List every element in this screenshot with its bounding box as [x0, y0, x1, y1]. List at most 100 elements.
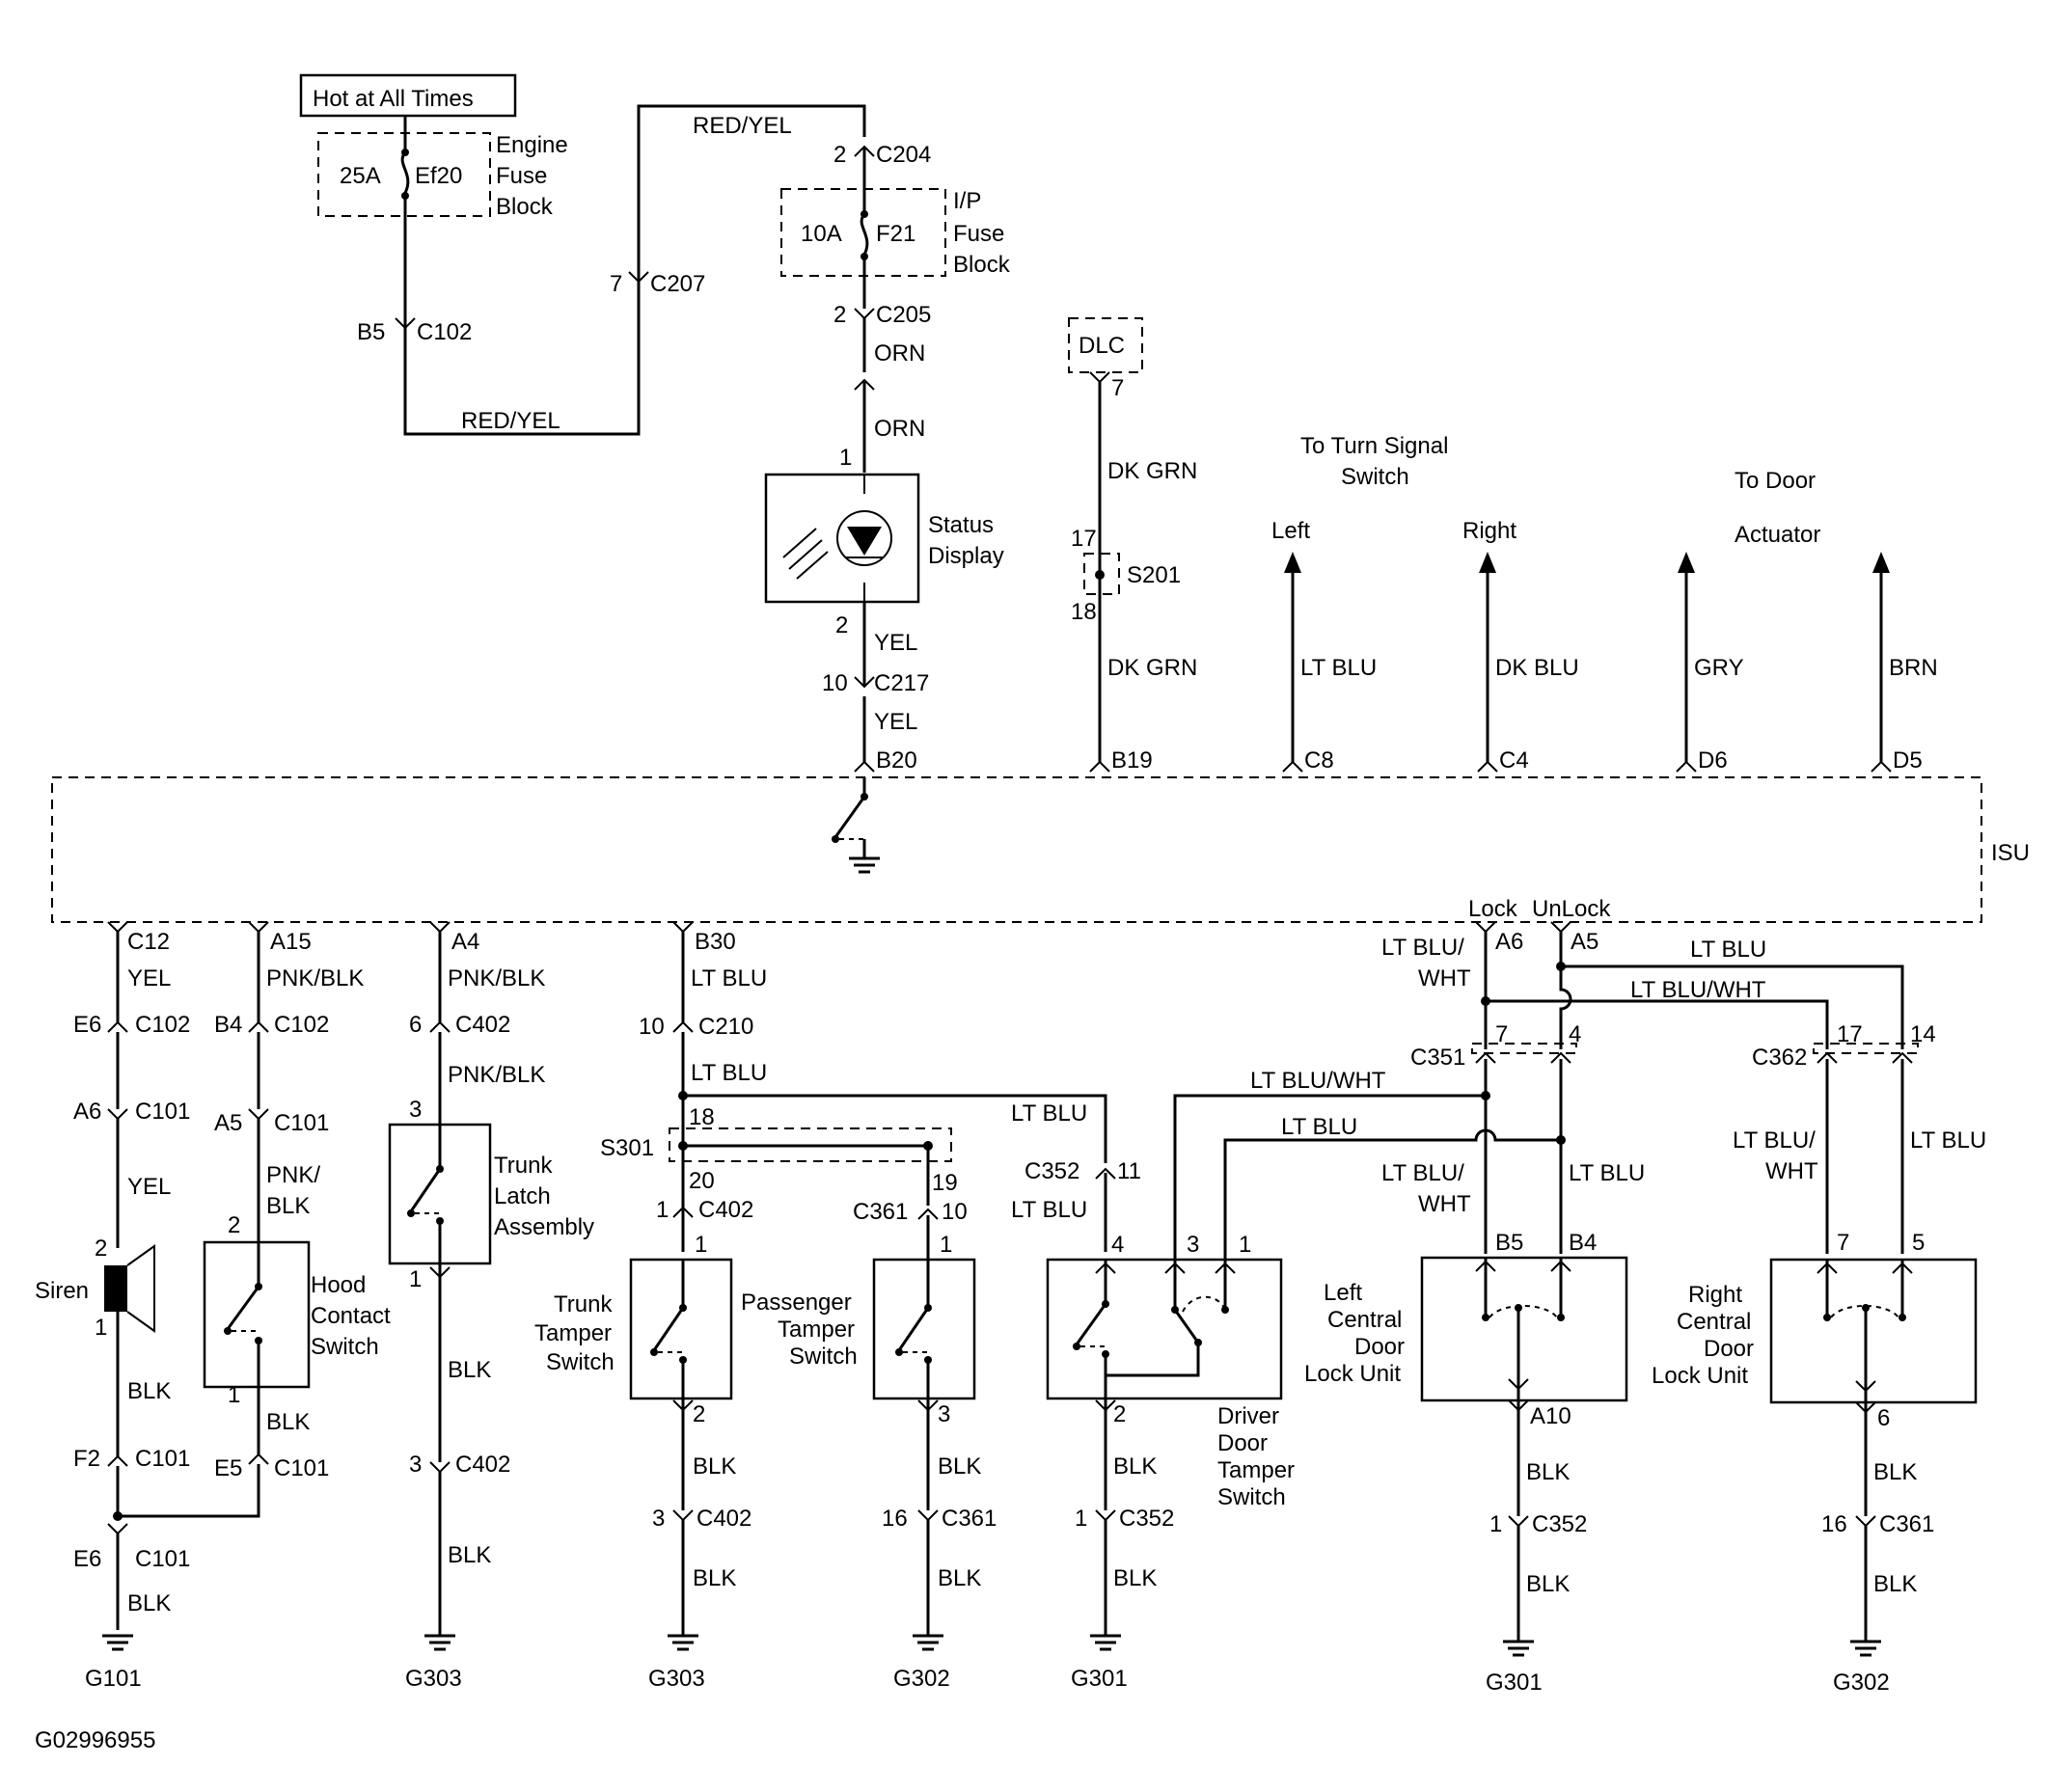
- wire-lt-blu-right-5: LT BLU: [1910, 1127, 1986, 1154]
- pin-e6-c102: E6: [73, 1012, 101, 1038]
- svg-text:Tamper: Tamper: [1217, 1457, 1295, 1483]
- svg-text:Hood: Hood: [311, 1272, 366, 1298]
- conn-c102-hood: C102: [274, 1012, 329, 1038]
- svg-text:Central: Central: [1327, 1307, 1402, 1333]
- conn-c210: C210: [698, 1014, 753, 1040]
- pin-1-pass: 1: [940, 1232, 952, 1258]
- wire-lt-blu-wht-lock-1: LT BLU/: [1381, 935, 1464, 961]
- wire-lt-blu-to-driver: LT BLU: [1011, 1100, 1087, 1127]
- pin-d6: D6: [1698, 747, 1728, 774]
- wire-wht-right: WHT: [1765, 1158, 1818, 1184]
- wire-wht-left: WHT: [1418, 1191, 1471, 1217]
- wire-blk-hood-cont: BLK: [266, 1193, 310, 1219]
- wire-blk-siren: BLK: [127, 1378, 171, 1404]
- svg-text:Display: Display: [928, 543, 1004, 569]
- pin-4-driver: 4: [1111, 1232, 1124, 1258]
- pin-3-pass: 3: [938, 1401, 950, 1427]
- svg-text:Switch: Switch: [546, 1349, 615, 1375]
- pin-7-dlc: 7: [1111, 375, 1124, 401]
- wire-lt-blu-wht-top: LT BLU/WHT: [1630, 977, 1766, 1003]
- dlc-connector: DLC: [1068, 317, 1143, 373]
- svg-text:Siren: Siren: [35, 1278, 89, 1304]
- isu-module: ISU: [51, 776, 2030, 923]
- svg-text:S301: S301: [600, 1135, 654, 1161]
- pin-16-c361-right: 16: [1821, 1511, 1847, 1537]
- wire-lt-blu-b30: LT BLU: [691, 965, 767, 991]
- svg-text:Switch: Switch: [311, 1334, 379, 1360]
- svg-text:Fuse: Fuse: [496, 163, 547, 189]
- door-actuator-label-1: To Door: [1735, 468, 1816, 494]
- pin-2-c204: 2: [833, 142, 846, 168]
- svg-text:Left: Left: [1324, 1280, 1362, 1306]
- pin-3-latch: 3: [409, 1097, 422, 1123]
- splice-s301: S301: [600, 1127, 952, 1162]
- wire-dk-grn-2: DK GRN: [1107, 655, 1197, 681]
- svg-text:I/P: I/P: [953, 188, 981, 214]
- svg-text:Lock Unit: Lock Unit: [1304, 1361, 1401, 1387]
- ground-g101: G101: [85, 1666, 142, 1692]
- conn-c402-trunk: C402: [698, 1197, 753, 1223]
- conn-c207: C207: [650, 271, 705, 297]
- conn-c361-pass-gnd: C361: [942, 1506, 997, 1532]
- pin-10-c210: 10: [639, 1014, 665, 1040]
- hot-at-all-times-label: Hot at All Times: [299, 73, 517, 118]
- svg-text:Latch: Latch: [494, 1183, 551, 1209]
- pin-7-c351: 7: [1495, 1021, 1508, 1047]
- figure-id: G02996955: [35, 1727, 155, 1753]
- pin-20-s301: 20: [689, 1168, 715, 1194]
- wire-blk-trunk-1: BLK: [693, 1453, 736, 1480]
- wire-dk-blu-right: DK BLU: [1495, 655, 1579, 681]
- pin-b30: B30: [695, 929, 736, 955]
- svg-text:Hot at All Times: Hot at All Times: [313, 86, 474, 112]
- wire-blk-pass-2: BLK: [938, 1565, 981, 1591]
- wire-blk-latch-1: BLK: [448, 1357, 491, 1383]
- pin-b4-c102: B4: [214, 1012, 242, 1038]
- ground-g301-driver: G301: [1071, 1666, 1128, 1692]
- svg-text:Tamper: Tamper: [534, 1320, 612, 1346]
- conn-c361-pass: C361: [853, 1199, 908, 1225]
- pin-c8: C8: [1304, 747, 1334, 774]
- wire-pnk-blk-hood-1: PNK/BLK: [266, 965, 364, 991]
- pin-7-c207: 7: [610, 271, 622, 297]
- pin-2-driver: 2: [1113, 1401, 1126, 1427]
- wire-lt-blu-wht-driver: LT BLU/WHT: [1250, 1068, 1386, 1094]
- ground-g302-right: G302: [1833, 1670, 1890, 1696]
- wire-blk-pass-1: BLK: [938, 1453, 981, 1480]
- svg-text:ISU: ISU: [1991, 840, 2030, 866]
- conn-c217: C217: [874, 670, 929, 696]
- conn-c101-e5: C101: [274, 1455, 329, 1481]
- wire-blk-driver-2: BLK: [1113, 1565, 1157, 1591]
- wire-lt-blu-c210: LT BLU: [691, 1060, 767, 1086]
- svg-text:Door: Door: [1217, 1430, 1268, 1456]
- conn-c352: C352: [1024, 1158, 1079, 1184]
- svg-text:Lock Unit: Lock Unit: [1652, 1363, 1748, 1389]
- pin-11-c352: 11: [1117, 1158, 1141, 1184]
- ip-fuse-block: 10A F21 I/P Fuse Block: [780, 188, 1011, 278]
- svg-text:Block: Block: [496, 194, 554, 220]
- turn-signal-label-2: Switch: [1341, 464, 1409, 490]
- pin-2-hood: 2: [228, 1212, 240, 1238]
- svg-text:Ef20: Ef20: [415, 163, 462, 189]
- wire-yel-1: YEL: [874, 630, 917, 656]
- pin-d5: D5: [1893, 747, 1923, 774]
- conn-c402-latch: C402: [455, 1012, 510, 1038]
- conn-c352-left: C352: [1532, 1511, 1587, 1537]
- wire-blk-left-2: BLK: [1526, 1571, 1570, 1597]
- pin-1-c352-driver: 1: [1075, 1506, 1087, 1532]
- svg-text:Fuse: Fuse: [953, 221, 1004, 247]
- svg-text:F21: F21: [876, 221, 915, 247]
- conn-c402-latch-gnd: C402: [455, 1452, 510, 1478]
- pin-a6-c101: A6: [73, 1099, 101, 1125]
- pin-3-driver: 3: [1187, 1232, 1199, 1258]
- conn-c101-siren: C101: [135, 1099, 190, 1125]
- pin-1-hood: 1: [228, 1382, 240, 1408]
- wire-pnk-blk-trunk-1: PNK/BLK: [448, 965, 545, 991]
- pin-10-c361: 10: [942, 1199, 968, 1225]
- pin-17-c362: 17: [1837, 1021, 1863, 1047]
- svg-text:25A: 25A: [340, 163, 381, 189]
- pin-a5-unlock: A5: [1571, 929, 1598, 955]
- ground-g303-trunk: G303: [648, 1666, 705, 1692]
- wire-wht-lock-1: WHT: [1418, 965, 1471, 991]
- pin-2-c205: 2: [833, 302, 846, 328]
- wire-orn-1: ORN: [874, 340, 925, 367]
